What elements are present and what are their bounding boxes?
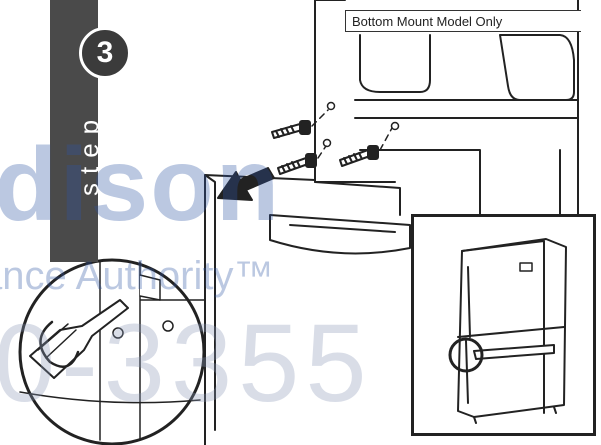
shelf-edge bbox=[354, 99, 579, 119]
guide-lines bbox=[311, 109, 393, 159]
screw-mid bbox=[277, 153, 317, 175]
step-number-badge: 3 bbox=[79, 27, 131, 79]
inset-overview bbox=[411, 214, 596, 436]
magnified-bracket bbox=[139, 274, 161, 301]
door-handle bbox=[269, 214, 411, 255]
screwdriver bbox=[29, 299, 129, 379]
door-panel bbox=[204, 174, 401, 445]
direction-arrow bbox=[217, 167, 275, 201]
inset-highlight-circle bbox=[448, 337, 484, 373]
screw-top bbox=[271, 120, 311, 139]
handle-inner bbox=[289, 224, 396, 233]
model-note: Bottom Mount Model Only bbox=[345, 10, 581, 32]
drawer-shelf bbox=[499, 34, 575, 101]
screw-right bbox=[339, 145, 379, 167]
fridge-overview-drawing bbox=[448, 238, 567, 424]
rotation-arrow bbox=[39, 320, 80, 368]
cabinet-side bbox=[359, 34, 431, 93]
